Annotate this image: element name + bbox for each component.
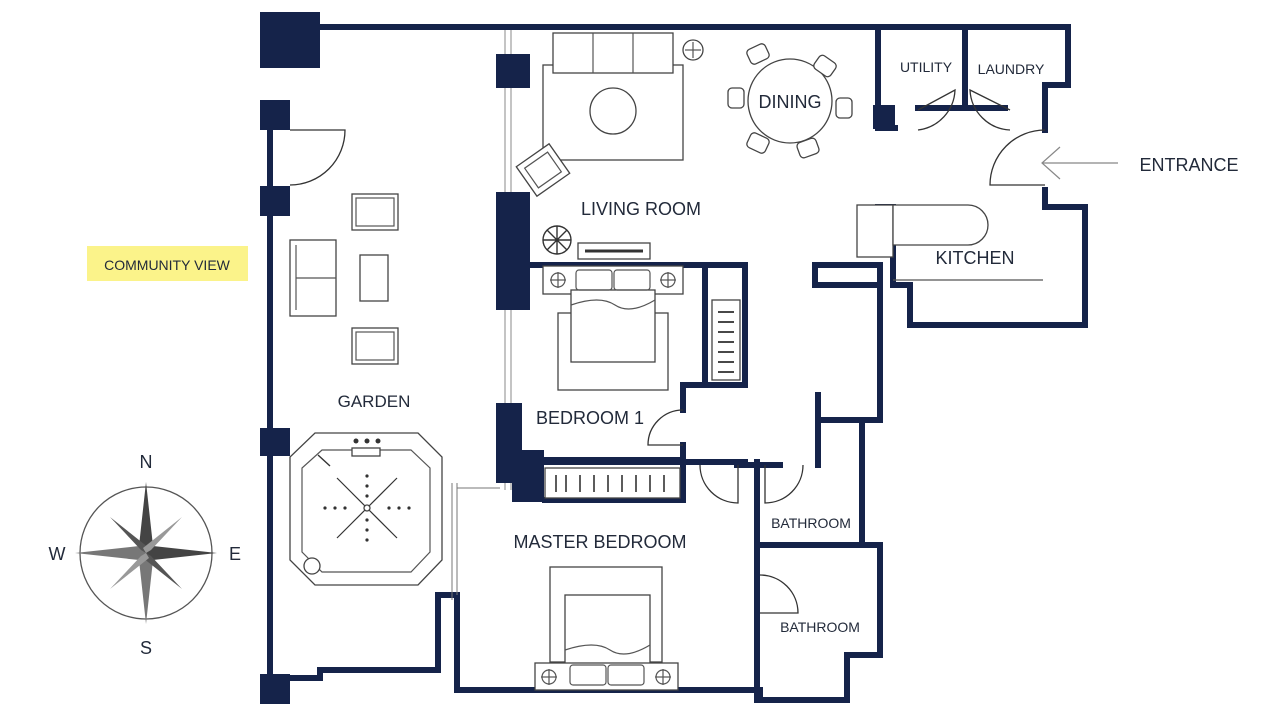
kitchen-counter [856, 204, 1043, 281]
room-label-garden: GARDEN [338, 392, 411, 411]
dining-table [727, 43, 853, 159]
room-label-bathroom-lower: BATHROOM [780, 619, 860, 635]
room-label-master-bedroom: MASTER BEDROOM [513, 532, 686, 552]
garden-furniture [289, 193, 399, 365]
room-label-utility: UTILITY [900, 59, 953, 75]
hot-tub [289, 432, 443, 586]
compass-label-s: S [140, 638, 152, 658]
room-label-living-room: LIVING ROOM [581, 199, 701, 219]
doors [289, 88, 1118, 614]
room-label-kitchen: KITCHEN [935, 248, 1014, 268]
room-label-bathroom-upper: BATHROOM [771, 515, 851, 531]
compass-label-n: N [140, 452, 153, 472]
compass-rose-icon [75, 482, 217, 624]
plant-icon [542, 225, 572, 255]
bedroom1-furniture [542, 265, 741, 391]
entrance-label: ENTRANCE [1139, 155, 1238, 175]
room-label-dining: DINING [759, 92, 822, 112]
community-view-label: COMMUNITY VIEW [104, 257, 231, 273]
community-view-highlight [87, 246, 248, 281]
compass-label-e: E [229, 544, 241, 564]
compass-label-w: W [49, 544, 66, 564]
living-furniture [515, 32, 704, 260]
room-label-bedroom-1: BEDROOM 1 [536, 408, 644, 428]
room-label-laundry: LAUNDRY [978, 61, 1045, 77]
master-furniture [534, 467, 681, 691]
